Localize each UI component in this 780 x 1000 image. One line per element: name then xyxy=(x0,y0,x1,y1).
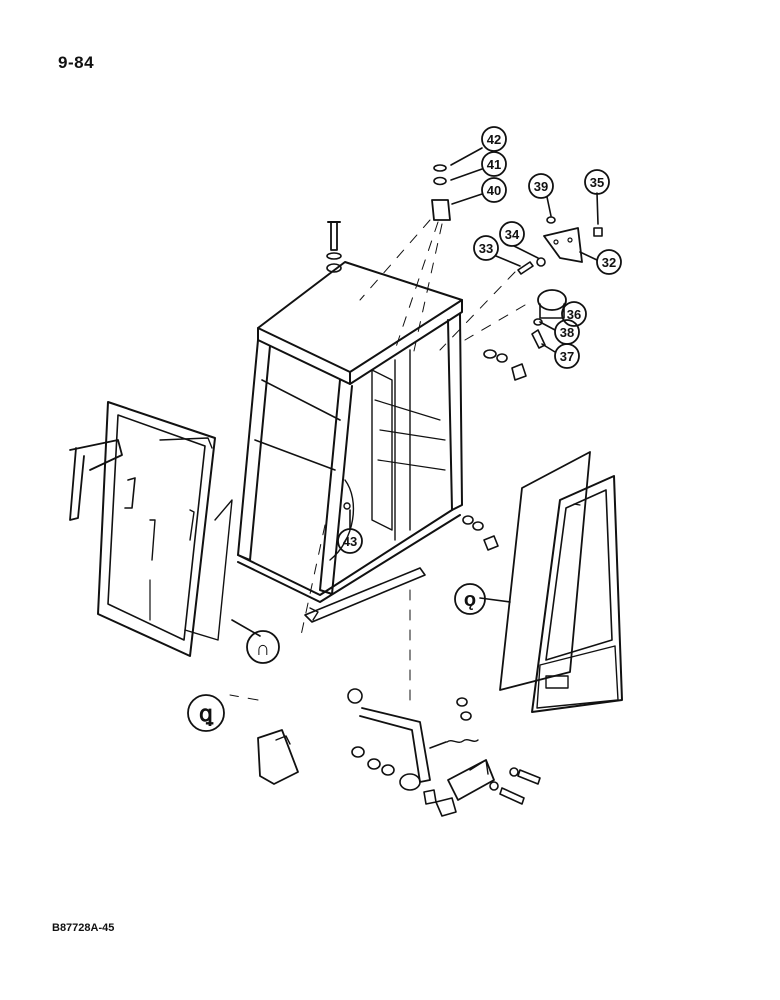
reference-symbol-lower-left: ꝗ xyxy=(187,694,225,732)
callout-34: 34 xyxy=(499,221,525,247)
bolt-33-34 xyxy=(517,257,546,275)
callout-32: 32 xyxy=(596,249,622,275)
wiper-arm xyxy=(69,439,123,521)
svg-text:40: 40 xyxy=(487,183,501,198)
right-glass-panel xyxy=(499,451,591,691)
callout-42: 42 xyxy=(481,126,507,152)
svg-text:36: 36 xyxy=(567,307,581,322)
cab-frame xyxy=(237,261,463,603)
svg-text:41: 41 xyxy=(487,157,501,172)
page-number: 9-84 xyxy=(58,53,95,72)
latch-assembly xyxy=(447,697,495,801)
svg-text:37: 37 xyxy=(560,349,574,364)
callout-35: 35 xyxy=(584,169,610,195)
sill-strip xyxy=(304,567,426,623)
svg-text:∩: ∩ xyxy=(256,638,270,660)
reference-symbol-right-door: ǫ xyxy=(454,583,486,615)
assembly-guide-lines xyxy=(229,219,526,701)
lower-bolts xyxy=(489,767,541,805)
pedal-linkage xyxy=(347,688,479,817)
svg-text:34: 34 xyxy=(505,227,520,242)
lower-left-bracket xyxy=(257,729,395,785)
callout-40: 40 xyxy=(481,177,507,203)
svg-text:32: 32 xyxy=(602,255,616,270)
reference-symbol-left-door: ∩ xyxy=(246,630,280,664)
svg-text:38: 38 xyxy=(560,325,574,340)
roof-bolt-stack xyxy=(326,221,342,273)
left-door xyxy=(97,401,233,657)
svg-text:ǫ: ǫ xyxy=(464,589,476,611)
bracket-32 xyxy=(543,216,603,263)
svg-text:33: 33 xyxy=(479,241,493,256)
callout-37: 37 xyxy=(554,343,580,369)
mount-40-stack xyxy=(431,164,451,221)
svg-text:43: 43 xyxy=(343,534,357,549)
side-fasteners xyxy=(462,349,527,551)
callout-41: 41 xyxy=(481,151,507,177)
right-door xyxy=(531,475,623,713)
figure-code: B87728A-45 xyxy=(52,922,115,934)
callout-43: 43 xyxy=(337,528,363,554)
svg-text:35: 35 xyxy=(590,175,604,190)
svg-text:39: 39 xyxy=(534,179,548,194)
svg-text:ꝗ: ꝗ xyxy=(199,701,214,726)
callout-36: 36 xyxy=(561,301,587,327)
callout-33: 33 xyxy=(473,235,499,261)
svg-text:42: 42 xyxy=(487,132,501,147)
callout-39: 39 xyxy=(528,173,554,199)
